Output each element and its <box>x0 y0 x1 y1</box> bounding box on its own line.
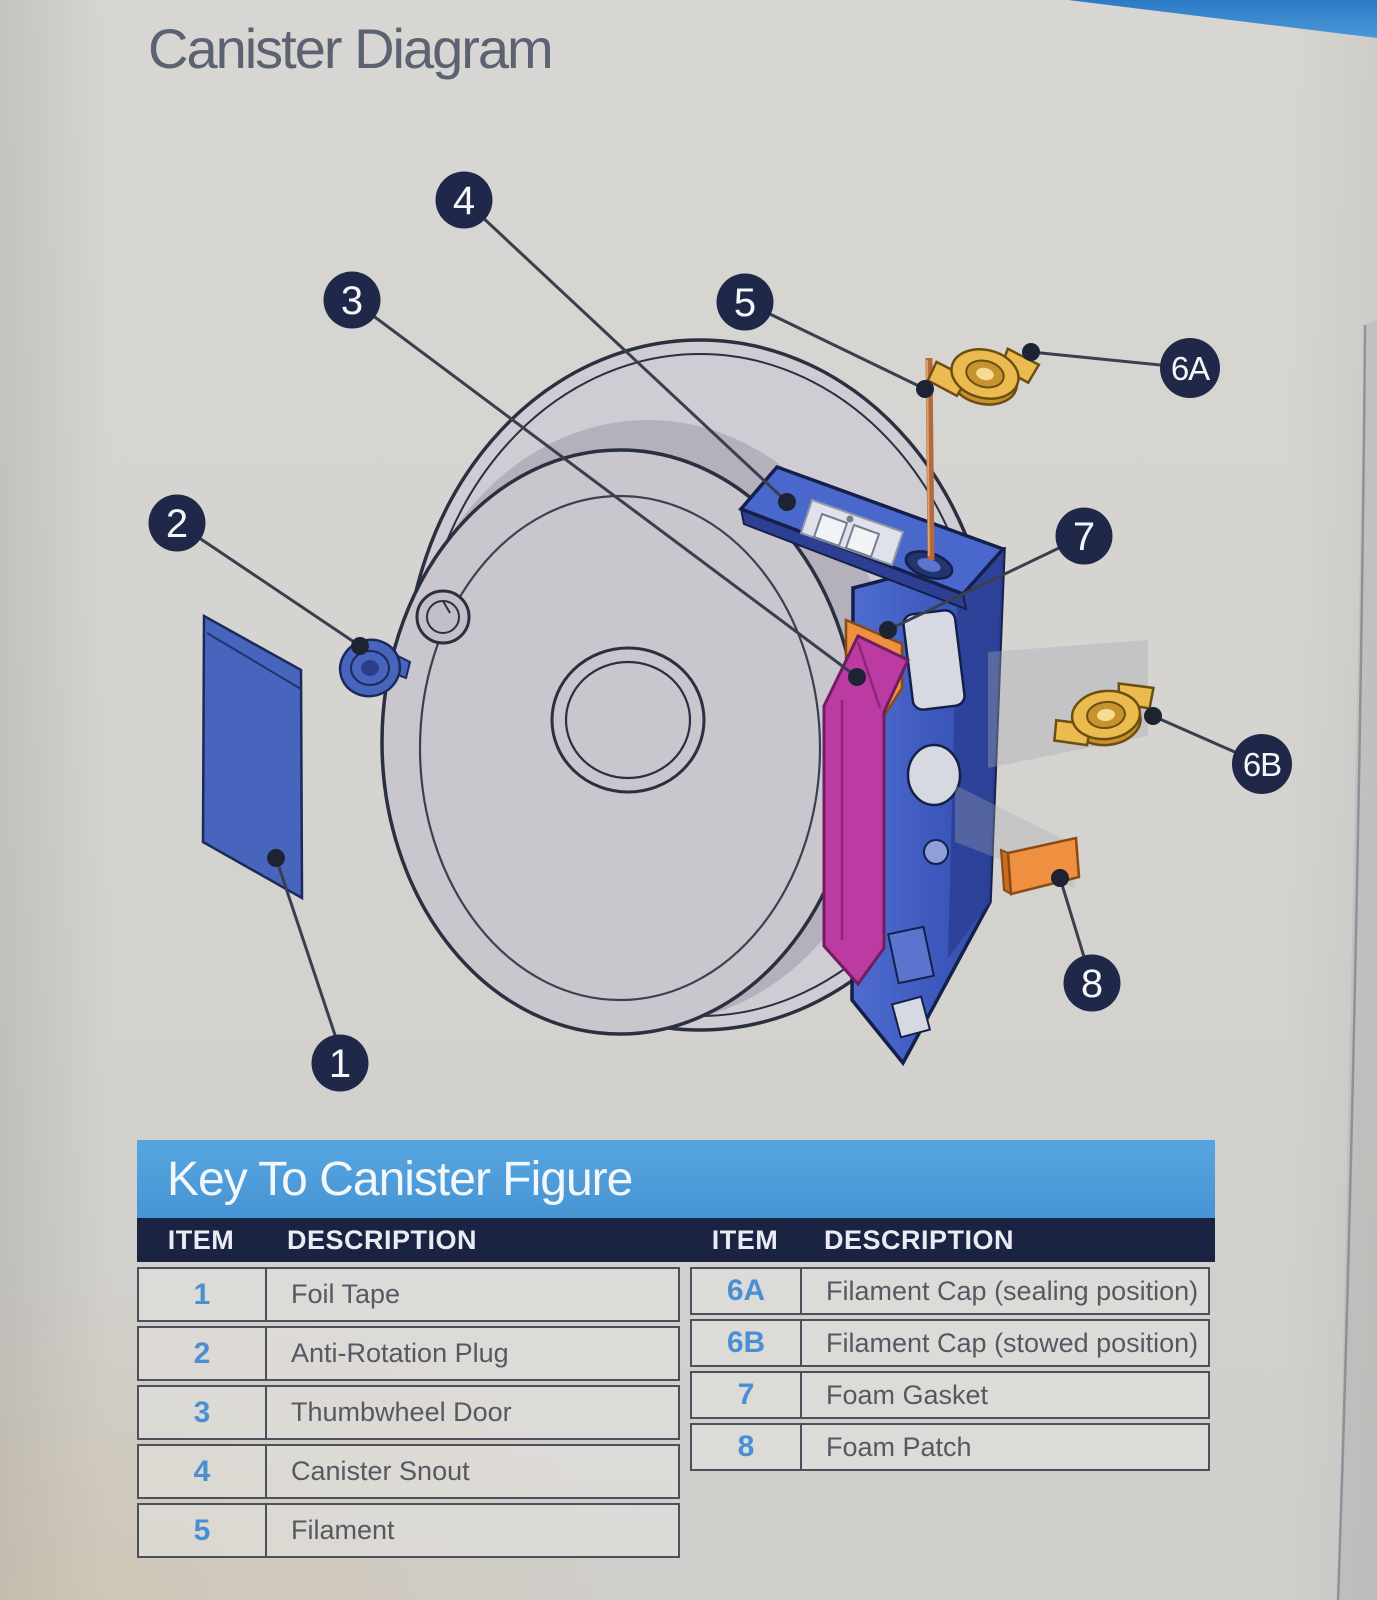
svg-text:8: 8 <box>1081 962 1103 1006</box>
item-number: 1 <box>137 1267 265 1322</box>
callout-badges: 4 3 5 6A 2 7 6B 8 <box>148 171 1292 1092</box>
item-description: Canister Snout <box>265 1444 680 1499</box>
table-right-column: 6A Filament Cap (sealing position) 6B Fi… <box>690 1267 1210 1475</box>
table-row: 5 Filament <box>137 1503 680 1558</box>
svg-text:4: 4 <box>453 179 475 223</box>
table-row: 3 Thumbwheel Door <box>137 1385 680 1440</box>
key-to-canister-figure-table: Key To Canister Figure ITEM DESCRIPTION … <box>137 1140 1215 1567</box>
table-row: 2 Anti-Rotation Plug <box>137 1326 680 1381</box>
foil-tape-drawing <box>201 613 304 901</box>
svg-text:6B: 6B <box>1243 746 1281 783</box>
callout-badge-7: 7 <box>1055 507 1113 565</box>
item-description: Foil Tape <box>265 1267 680 1322</box>
table-row: 8 Foam Patch <box>690 1423 1210 1471</box>
filament-cap-sealing-drawing <box>926 346 1041 406</box>
filament-cap-stowed-drawing <box>1053 682 1155 747</box>
table-row: 7 Foam Gasket <box>690 1371 1210 1419</box>
callout-badge-6b: 6B <box>1232 734 1292 794</box>
item-number: 6B <box>690 1319 800 1367</box>
anti-rotation-plug-drawing <box>338 638 412 698</box>
callout-badge-8: 8 <box>1063 954 1121 1012</box>
item-description: Foam Patch <box>800 1423 1210 1471</box>
item-description: Anti-Rotation Plug <box>265 1326 680 1381</box>
header-description-right: DESCRIPTION <box>824 1224 1015 1255</box>
item-number: 8 <box>690 1423 800 1471</box>
table-title: Key To Canister Figure <box>167 1152 633 1206</box>
table-body: 1 Foil Tape 2 Anti-Rotation Plug 3 Thumb… <box>137 1267 1215 1567</box>
thumbwheel-door-drawing <box>822 634 910 987</box>
callout-badge-2: 2 <box>148 494 206 552</box>
canister-body-drawing <box>380 338 997 1036</box>
page-edge-crease <box>1336 320 1377 1600</box>
table-title-banner: Key To Canister Figure <box>137 1140 1215 1218</box>
table-row: 4 Canister Snout <box>137 1444 680 1499</box>
snout-display-window <box>799 498 905 567</box>
svg-text:1: 1 <box>329 1042 351 1086</box>
item-description: Foam Gasket <box>800 1371 1210 1419</box>
table-left-column: 1 Foil Tape 2 Anti-Rotation Plug 3 Thumb… <box>137 1267 680 1562</box>
item-number: 6A <box>690 1267 800 1315</box>
callout-badge-1: 1 <box>311 1034 369 1092</box>
table-header-row: ITEM DESCRIPTION ITEM DESCRIPTION <box>137 1218 1215 1262</box>
item-description: Thumbwheel Door <box>265 1385 680 1440</box>
header-item-right: ITEM <box>711 1224 779 1255</box>
item-number: 2 <box>137 1326 265 1381</box>
table-row: 6B Filament Cap (stowed position) <box>690 1319 1210 1367</box>
svg-text:3: 3 <box>341 279 363 323</box>
leader-dots <box>267 343 1162 887</box>
table-row: 1 Foil Tape <box>137 1267 680 1322</box>
callout-badge-6a: 6A <box>1160 338 1220 398</box>
header-description-left: DESCRIPTION <box>287 1224 478 1255</box>
callout-badge-3: 3 <box>323 271 381 329</box>
svg-text:5: 5 <box>734 281 756 325</box>
item-number: 3 <box>137 1385 265 1440</box>
item-description: Filament Cap (sealing position) <box>800 1267 1210 1315</box>
item-description: Filament <box>265 1503 680 1558</box>
table-row: 6A Filament Cap (sealing position) <box>690 1267 1210 1315</box>
canister-hub <box>550 646 706 794</box>
callout-badge-5: 5 <box>716 273 774 331</box>
callout-badge-4: 4 <box>435 171 493 229</box>
item-number: 4 <box>137 1444 265 1499</box>
svg-text:2: 2 <box>166 502 188 546</box>
thumbwheel-lock-detail <box>415 589 471 645</box>
item-number: 5 <box>137 1503 265 1558</box>
svg-text:7: 7 <box>1073 515 1095 559</box>
item-description: Filament Cap (stowed position) <box>800 1319 1210 1367</box>
page-title: Canister Diagram <box>148 17 554 80</box>
svg-text:6A: 6A <box>1171 350 1210 387</box>
item-number: 7 <box>690 1371 800 1419</box>
header-item-left: ITEM <box>167 1224 235 1255</box>
